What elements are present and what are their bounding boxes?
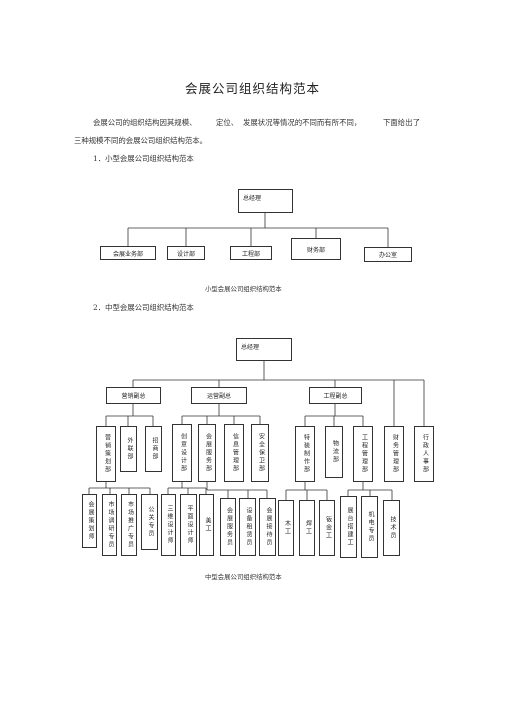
intro-text-1b: 定位、 bbox=[216, 118, 239, 127]
staff-event-attendant: 会展服务员 bbox=[220, 498, 236, 556]
staff-reception: 会展接待员 bbox=[259, 498, 276, 556]
dept-security: 安全保卫部 bbox=[251, 424, 269, 482]
dept-event-services: 会展服务部 bbox=[198, 424, 216, 482]
dept-information-management: 信息管理部 bbox=[224, 424, 244, 482]
small-dept-design: 设计部 bbox=[167, 246, 205, 260]
medium-ceo-box: 总经理 bbox=[236, 338, 292, 361]
small-ceo-box: 总经理 bbox=[238, 189, 293, 213]
staff-welder: 焊工 bbox=[299, 500, 315, 556]
caption-medium-chart: 中型会展公司组织结构范本 bbox=[205, 573, 282, 581]
staff-electromechanical: 机电专员 bbox=[361, 496, 378, 558]
intro-text-2: 三种规模不同的会展公司组织结构范本。 bbox=[74, 136, 208, 145]
staff-carpenter: 木工 bbox=[278, 500, 294, 556]
staff-sheet-metal: 钣金工 bbox=[319, 500, 335, 556]
dept-external-relations: 外联部 bbox=[120, 426, 137, 472]
staff-booth-builder: 展台搭建工 bbox=[340, 496, 357, 558]
dept-marketing-planning: 营销策划部 bbox=[96, 426, 116, 482]
dept-special-fabrication: 特装制作部 bbox=[295, 426, 315, 482]
vp-engineering-box: 工程副总 bbox=[309, 387, 362, 404]
staff-technician: 技术员 bbox=[383, 500, 400, 556]
staff-public-relations: 公关专员 bbox=[141, 494, 158, 550]
vp-operations-box: 运营副总 bbox=[191, 387, 247, 404]
small-dept-office: 办公室 bbox=[364, 247, 412, 262]
caption-small-chart: 小型会展公司组织结构范本 bbox=[205, 285, 282, 293]
small-dept-finance: 财务部 bbox=[291, 238, 341, 260]
page-title: 会展公司组织结构范本 bbox=[184, 81, 320, 96]
dept-hr-admin: 行政人事部 bbox=[414, 426, 434, 482]
section-heading-medium: 2．中型会展公司组织结构范本 bbox=[93, 303, 194, 312]
intro-text-1d: 下面给出了 bbox=[383, 118, 420, 127]
staff-event-planner: 会展策划师 bbox=[82, 494, 97, 548]
staff-equipment-rental: 设备租赁员 bbox=[239, 498, 256, 556]
staff-3d-designer: 三维设计师 bbox=[161, 494, 176, 556]
staff-graphic-designer: 平面设计师 bbox=[180, 494, 197, 556]
dept-finance-management: 财务管理部 bbox=[384, 426, 404, 482]
vp-sales-box: 营销副总 bbox=[106, 387, 161, 404]
dept-engineering-management: 工程管理部 bbox=[353, 426, 373, 482]
section-heading-small: 1．小型会展公司组织结构范本 bbox=[93, 154, 194, 163]
staff-artist: 美工 bbox=[199, 494, 214, 556]
staff-market-research: 市场调研专员 bbox=[102, 494, 117, 556]
dept-creative-design: 创意设计部 bbox=[172, 424, 192, 482]
small-dept-events: 会展业务部 bbox=[100, 246, 156, 260]
dept-logistics: 物流部 bbox=[325, 426, 343, 478]
intro-text-1a: 会展公司的组织结构因其规模、 bbox=[93, 118, 197, 127]
intro-text-1c: 发展状况等情况的不同而有所不同， bbox=[243, 118, 362, 127]
dept-investment-promotion: 招商部 bbox=[145, 426, 162, 472]
small-dept-engineering: 工程部 bbox=[230, 246, 272, 260]
staff-market-promotion: 市场推广专员 bbox=[121, 494, 137, 556]
